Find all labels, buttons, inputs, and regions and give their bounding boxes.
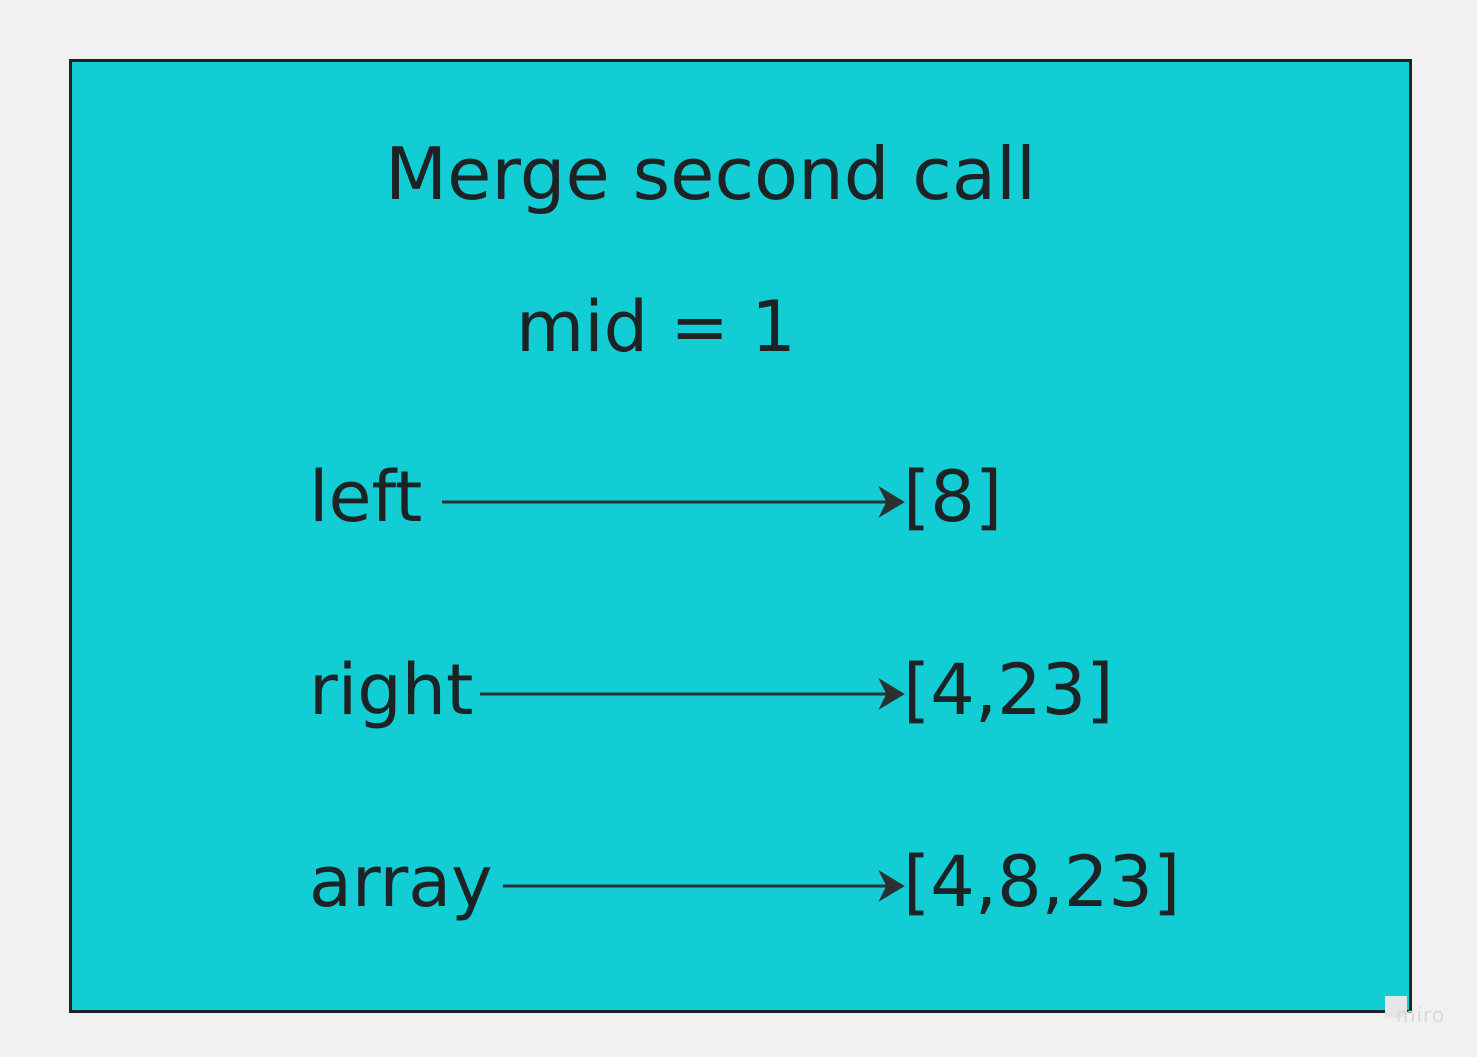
right-label: right <box>309 649 474 731</box>
miro-logo-icon <box>1385 996 1407 1018</box>
right-arrow-head-icon <box>878 678 905 710</box>
diagram-panel <box>69 59 1412 1013</box>
left-value: [8] <box>903 456 1003 538</box>
array-arrow-head-icon <box>878 870 905 902</box>
right-value: [4,23] <box>903 649 1114 731</box>
diagram-title: Merge second call <box>385 132 1037 216</box>
miro-watermark: miro <box>1396 1003 1446 1027</box>
array-label: array <box>309 841 493 923</box>
mid-value-text: mid = 1 <box>516 286 796 368</box>
array-value: [4,8,23] <box>903 841 1181 923</box>
left-arrow-head-icon <box>878 486 905 518</box>
left-label: left <box>309 456 423 538</box>
